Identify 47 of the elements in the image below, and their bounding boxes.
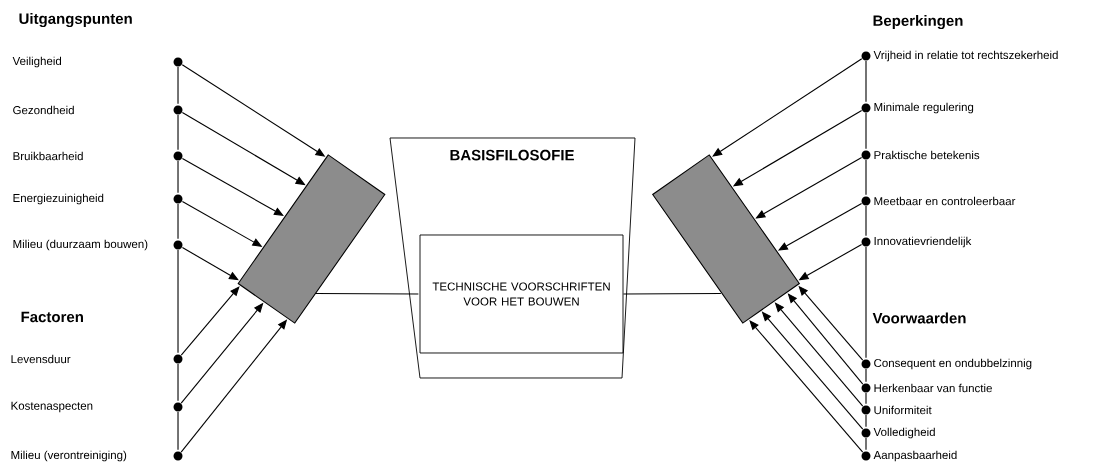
- connector-line: [865, 60, 867, 103]
- item-label: Herkenbaar van functie: [874, 383, 992, 393]
- connector-line: [865, 246, 867, 359]
- connector-line: [865, 159, 867, 196]
- heading: Factoren: [21, 311, 83, 323]
- connector-line: [865, 368, 867, 383]
- arrow: [181, 157, 284, 216]
- item-label: Consequent en ondubbelzinnig: [874, 358, 1032, 370]
- heading: Beperkingen: [873, 15, 963, 30]
- connector-line: [177, 114, 179, 151]
- item-label: Milieu (duurzaam bouwen): [13, 239, 148, 251]
- connector-line: [177, 411, 179, 451]
- connector-line: [314, 292, 419, 295]
- arrow: [181, 247, 239, 281]
- arrow: [180, 286, 240, 356]
- item-label: Gezondheid: [13, 105, 74, 115]
- item-label: Volledigheid: [873, 427, 935, 439]
- heading: Voorwaarden: [872, 312, 966, 324]
- connector-line: [177, 203, 179, 240]
- item-label: Aanpasbaarheid: [873, 450, 957, 462]
- connector-line: [865, 205, 867, 237]
- item-label: Bruikbaarheid: [13, 151, 83, 161]
- connector-line: [622, 292, 722, 295]
- item-label: Vrijheid in relatie tot rechtszekerheid: [873, 50, 1058, 62]
- rotated-box: [237, 154, 386, 324]
- arrow: [712, 58, 863, 157]
- item-label: Meetbaar en controleerbaar: [874, 196, 1016, 206]
- item-label: Kostenaspecten: [11, 401, 93, 413]
- connector-line: [177, 249, 179, 354]
- item-label: Minimale regulering: [874, 102, 974, 114]
- connector-line: [177, 66, 179, 105]
- connector-line: [177, 363, 179, 402]
- text-box: TECHNISCHE VOORSCHRIFTEN VOOR HET BOUWEN: [419, 234, 624, 354]
- connector-line: [865, 437, 867, 451]
- item-label: Levensduur: [11, 354, 71, 364]
- item-label: Milieu (verontreiniging): [11, 450, 127, 462]
- item-label: Innovatievriendelijk: [874, 236, 972, 248]
- heading: Uitgangspunten: [19, 13, 132, 28]
- item-label: Energiezuinigheid: [13, 193, 104, 205]
- item-label: Praktische betekenis: [874, 150, 980, 160]
- connector-line: [865, 414, 867, 428]
- connector-line: [177, 160, 179, 194]
- item-label: Uniformiteit: [874, 405, 932, 415]
- arrow: [749, 320, 864, 453]
- item-label: Veiligheid: [12, 56, 62, 68]
- connector-line: [865, 112, 867, 150]
- connector-line: [865, 392, 867, 405]
